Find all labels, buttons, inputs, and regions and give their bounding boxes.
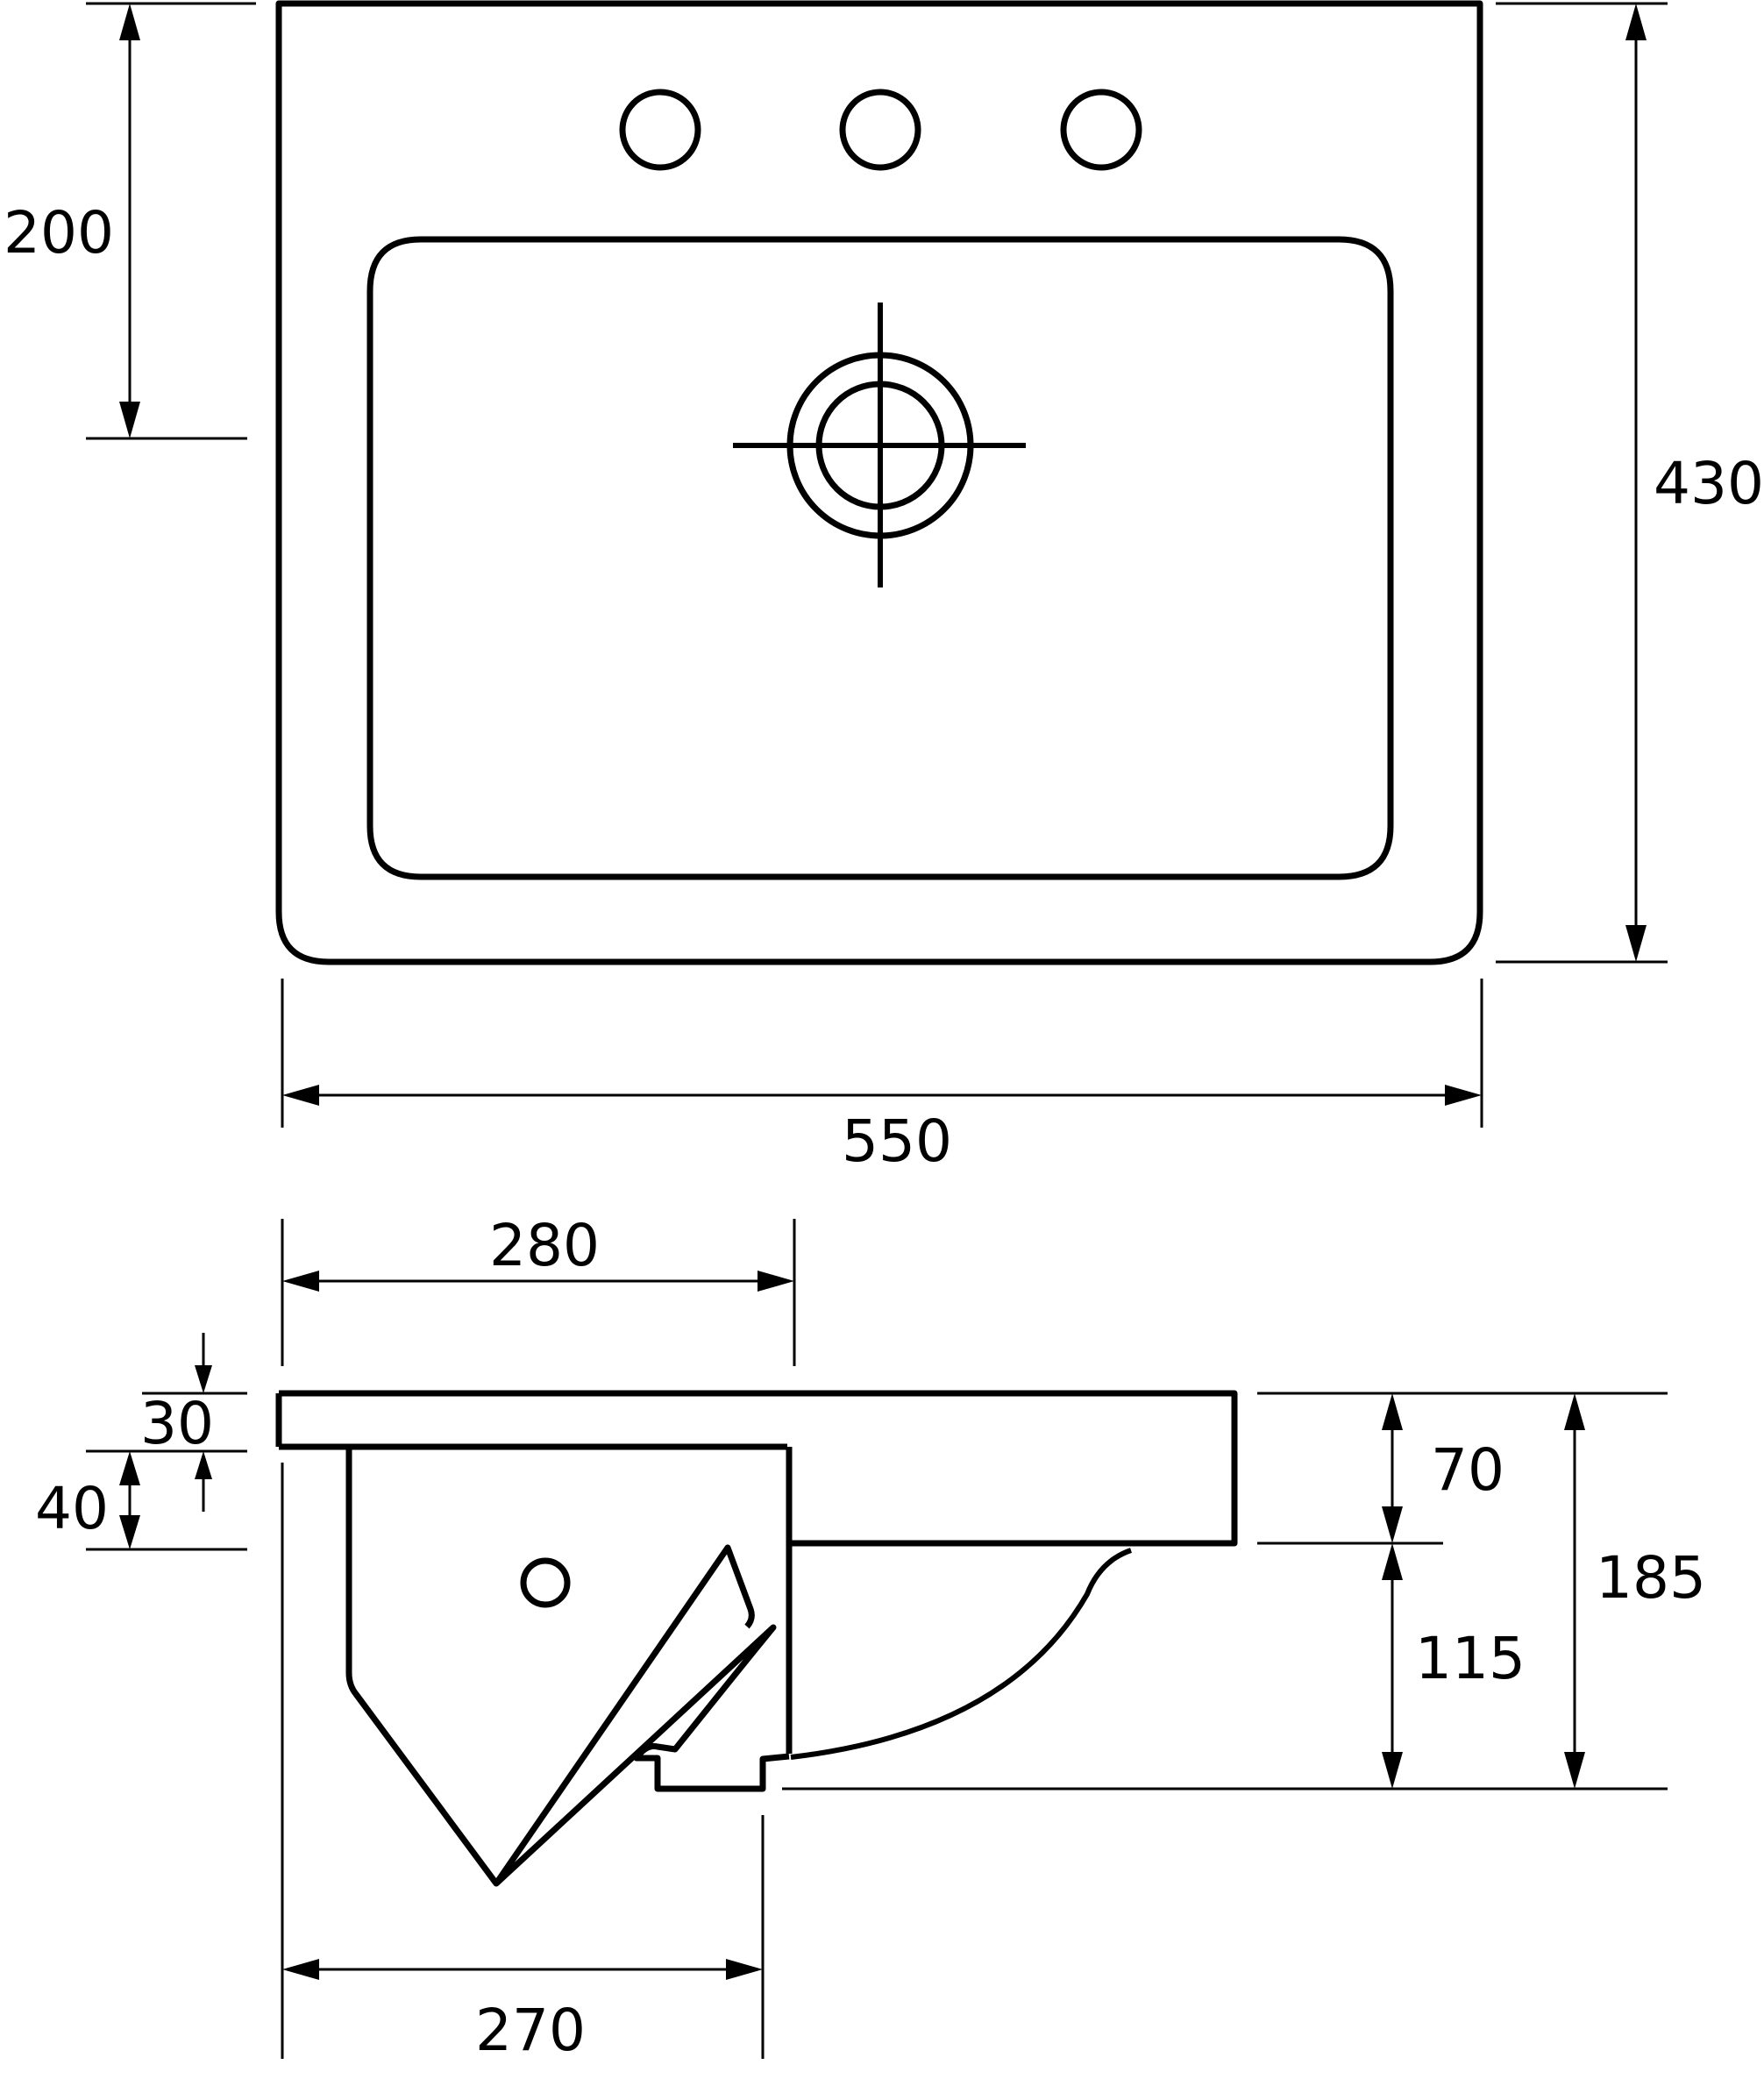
dimension-depth-430: 430 xyxy=(1496,2,1764,964)
dimension-lip-30-40: 30 40 xyxy=(35,1333,247,1551)
bowl-inner-outline xyxy=(366,236,1394,880)
basin-outer-outline xyxy=(275,0,1483,965)
dimension-label-30: 30 xyxy=(140,1390,214,1457)
dimension-label-280: 280 xyxy=(489,1212,600,1279)
tap-hole-right-icon xyxy=(1060,89,1142,171)
dimension-top-width-280: 280 xyxy=(281,1212,796,1366)
dimension-label-430: 430 xyxy=(1654,450,1764,517)
drain-icon xyxy=(733,303,1026,587)
dimension-base-width-270: 270 xyxy=(281,1463,765,2064)
dimension-heights: 70 115 185 xyxy=(782,1392,1706,1791)
deck-slab-outline xyxy=(279,1390,1238,1547)
dimension-label-200: 200 xyxy=(4,199,114,267)
dimension-label-40: 40 xyxy=(35,1475,109,1542)
dimension-width-550: 550 xyxy=(281,979,1483,1175)
tap-hole-left-icon xyxy=(619,89,701,171)
bowl-right-curve xyxy=(790,1548,1133,1760)
top-view: 200 430 550 xyxy=(4,0,1764,1175)
dimension-offset-200: 200 xyxy=(4,2,256,440)
dimension-label-270: 270 xyxy=(475,1997,586,2064)
bowl-left-profile xyxy=(345,1449,790,1887)
overflow-hole-icon xyxy=(520,1557,571,1608)
bowl-inner-sweep xyxy=(494,1544,755,1885)
tap-hole-center-icon xyxy=(839,89,921,171)
dimension-label-550: 550 xyxy=(842,1107,952,1175)
dimension-label-70: 70 xyxy=(1431,1436,1504,1504)
dimension-label-185: 185 xyxy=(1596,1544,1706,1612)
side-view: 280 30 40 xyxy=(35,1212,1706,2064)
dimension-label-115: 115 xyxy=(1415,1625,1526,1692)
